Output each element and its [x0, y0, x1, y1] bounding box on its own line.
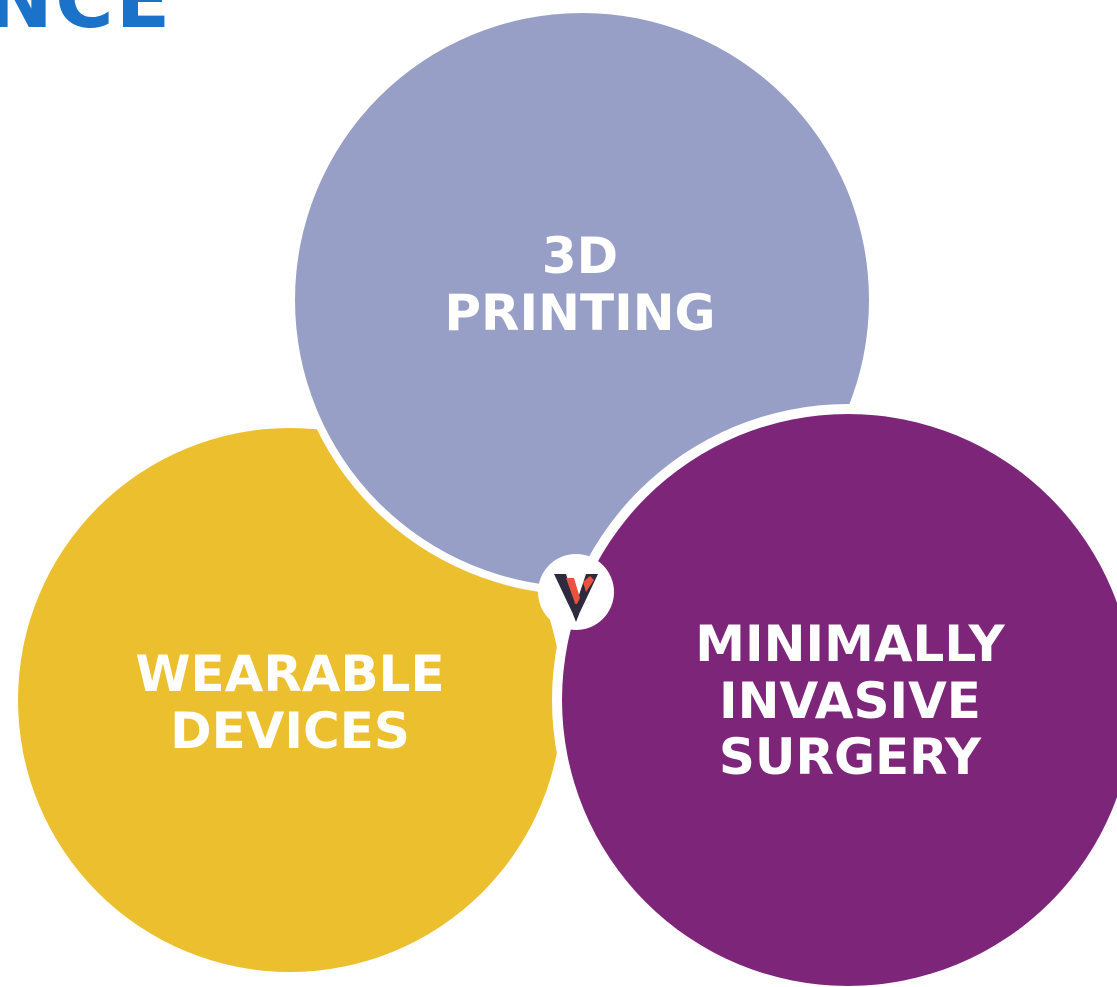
label-surgery-line-2: INVASIVE — [719, 671, 981, 730]
v-logo-icon — [538, 554, 614, 630]
page-heading-fragment: NCE — [0, 0, 172, 40]
label-wearable-devices: WEARABLE DEVICES — [80, 646, 500, 760]
label-wearable-devices-line-2: DEVICES — [170, 702, 410, 760]
label-surgery-line-1: MINIMALLY — [695, 615, 1005, 673]
label-wearable-devices-line-1: WEARABLE — [135, 645, 445, 703]
circle-wearable-devices — [18, 428, 562, 972]
circle-minimally-invasive-surgery — [562, 414, 1117, 986]
label-minimally-invasive-surgery: MINIMALLY INVASIVE SURGERY — [640, 616, 1060, 786]
label-3d-printing: 3D PRINTING — [380, 228, 780, 342]
label-3d-printing-line-2: PRINTING — [444, 284, 716, 342]
label-surgery-line-3: SURGERY — [718, 728, 982, 786]
label-3d-printing-line-1: 3D — [541, 227, 619, 285]
